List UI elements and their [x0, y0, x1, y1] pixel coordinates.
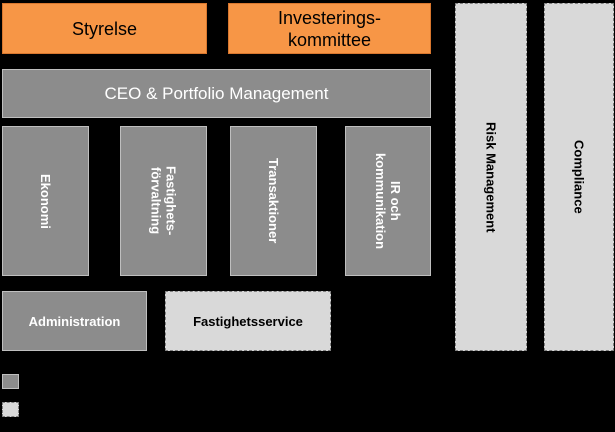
ir-kommunikation-box: IR och kommunikation — [345, 126, 431, 276]
styrelse-label: Styrelse — [71, 18, 138, 39]
fastighetsforvaltning-box: Fastighets- förvaltning — [120, 126, 207, 276]
ekonomi-box: Ekonomi — [2, 126, 89, 276]
administration-label: Administration — [28, 313, 121, 329]
legend-swatch-internal — [2, 374, 19, 389]
compliance-label: Compliance — [571, 140, 587, 214]
investeringskommitte-label: Investerings- kommittee — [277, 7, 382, 50]
compliance-box: Compliance — [544, 3, 614, 351]
ir-kommunikation-label: IR och kommunikation — [373, 152, 403, 250]
transaktioner-box: Transaktioner — [230, 126, 317, 276]
fastighetsservice-label: Fastighetsservice — [193, 313, 303, 329]
investeringskommitte-box: Investerings- kommittee — [228, 3, 431, 54]
fastighetsforvaltning-label: Fastighets- förvaltning — [148, 166, 179, 236]
ceo-portfolio-management-box: CEO & Portfolio Management — [2, 69, 431, 118]
legend-swatch-external — [2, 402, 19, 417]
administration-box: Administration — [2, 291, 147, 351]
risk-management-label: Risk Management — [483, 121, 499, 233]
ekonomi-label: Ekonomi — [38, 173, 53, 229]
risk-management-box: Risk Management — [455, 3, 527, 351]
styrelse-box: Styrelse — [2, 3, 207, 54]
ceo-portfolio-management-label: CEO & Portfolio Management — [104, 83, 329, 103]
transaktioner-label: Transaktioner — [266, 158, 281, 244]
fastighetsservice-box: Fastighetsservice — [165, 291, 331, 351]
